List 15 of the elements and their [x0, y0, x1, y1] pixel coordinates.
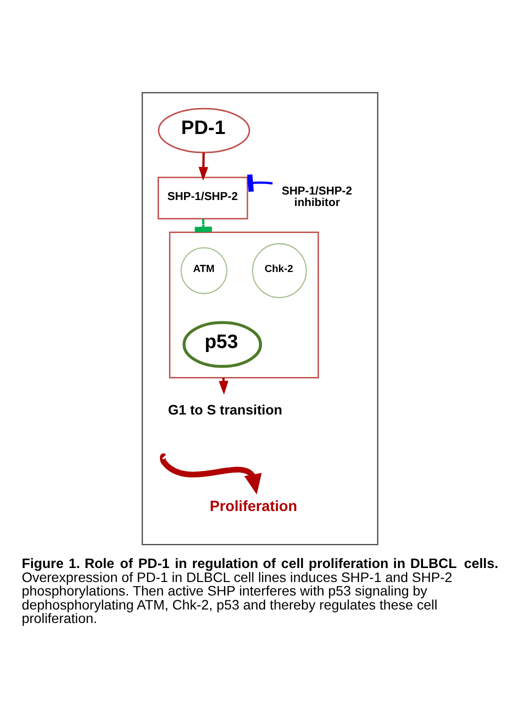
connector: [247, 174, 273, 192]
node-ellipse: p53: [182, 321, 262, 368]
cluster: [169, 232, 319, 378]
node-circle: Chk-2: [252, 243, 307, 298]
arrow: [198, 152, 208, 181]
arrow: [160, 454, 262, 494]
node-circle: ATM: [180, 247, 228, 294]
node-ellipse: PD-1: [158, 108, 250, 154]
node-text: G1 to S transition: [168, 402, 282, 418]
node-text: Proliferation: [210, 498, 298, 515]
node-box: SHP-1/SHP-2: [158, 176, 248, 220]
caption: Figure 1. Role of PD-1 in regulation of cell proliferation in DLBCL cells. Overexpression of PD-1 in DLBCL cell lines induces SHP-1 and SHP-2 phosphorylations. Then active SHP interferes with p53 signaling by dephosphorylating ATM, Chk-2, p53 and thereby regulates these cell proliferation.: [22, 556, 498, 626]
connector: [194, 218, 212, 232]
node-text: SHP-1/SHP-2 inhibitor: [282, 186, 352, 210]
cluster: [142, 92, 378, 546]
